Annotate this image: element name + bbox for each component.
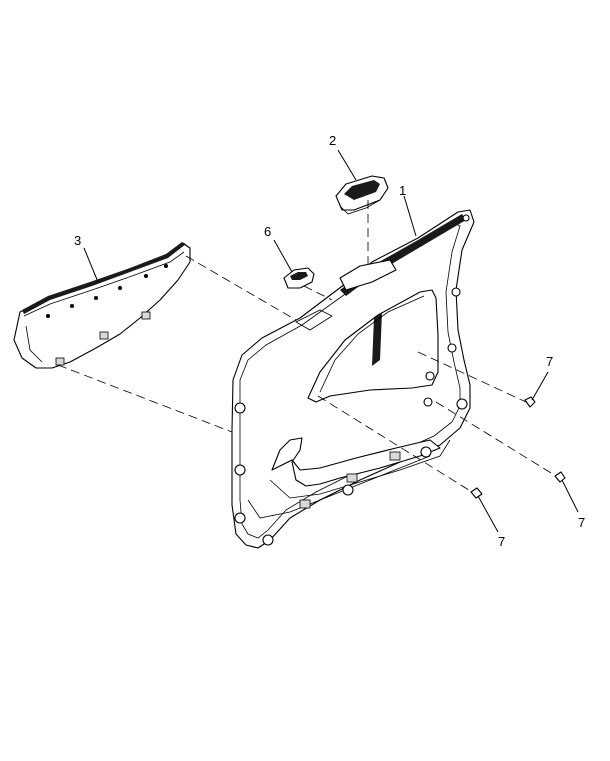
callout-3: 3 — [74, 233, 81, 248]
leader-lines — [83, 149, 579, 533]
fastener-boss — [234, 512, 246, 524]
fastener-boss — [234, 464, 246, 476]
callout-6: 6 — [264, 224, 271, 239]
lock-switch — [283, 267, 315, 289]
fastener-boss — [462, 214, 470, 222]
fastener-boss — [451, 287, 461, 297]
fastener-boss — [447, 343, 457, 353]
callout-labels: 1 2 3 6 7 7 7 — [74, 133, 585, 549]
clip-tower — [346, 473, 358, 483]
fastener-boss — [262, 534, 274, 546]
alignment-lines — [57, 200, 557, 493]
callout-7-right: 7 — [578, 515, 585, 530]
callout-1: 1 — [399, 183, 406, 198]
switch-bezel — [335, 175, 389, 215]
armrest-trim — [13, 242, 191, 369]
door-trim-panel — [231, 209, 475, 549]
clip — [470, 396, 566, 499]
clip-tower — [99, 331, 109, 340]
clip-tower — [389, 451, 401, 461]
fastener-boss — [234, 402, 246, 414]
fastener-boss — [423, 397, 433, 407]
fastener-boss — [420, 446, 432, 458]
fastener-boss — [342, 484, 354, 496]
fastener-boss — [456, 398, 468, 410]
callout-7-upper: 7 — [546, 354, 553, 369]
clip-tower — [141, 311, 151, 320]
callout-2: 2 — [329, 133, 336, 148]
fastener-boss — [425, 371, 435, 381]
clip-tower — [55, 357, 65, 366]
callout-7-lower: 7 — [498, 534, 505, 549]
clip-tower — [299, 499, 311, 509]
